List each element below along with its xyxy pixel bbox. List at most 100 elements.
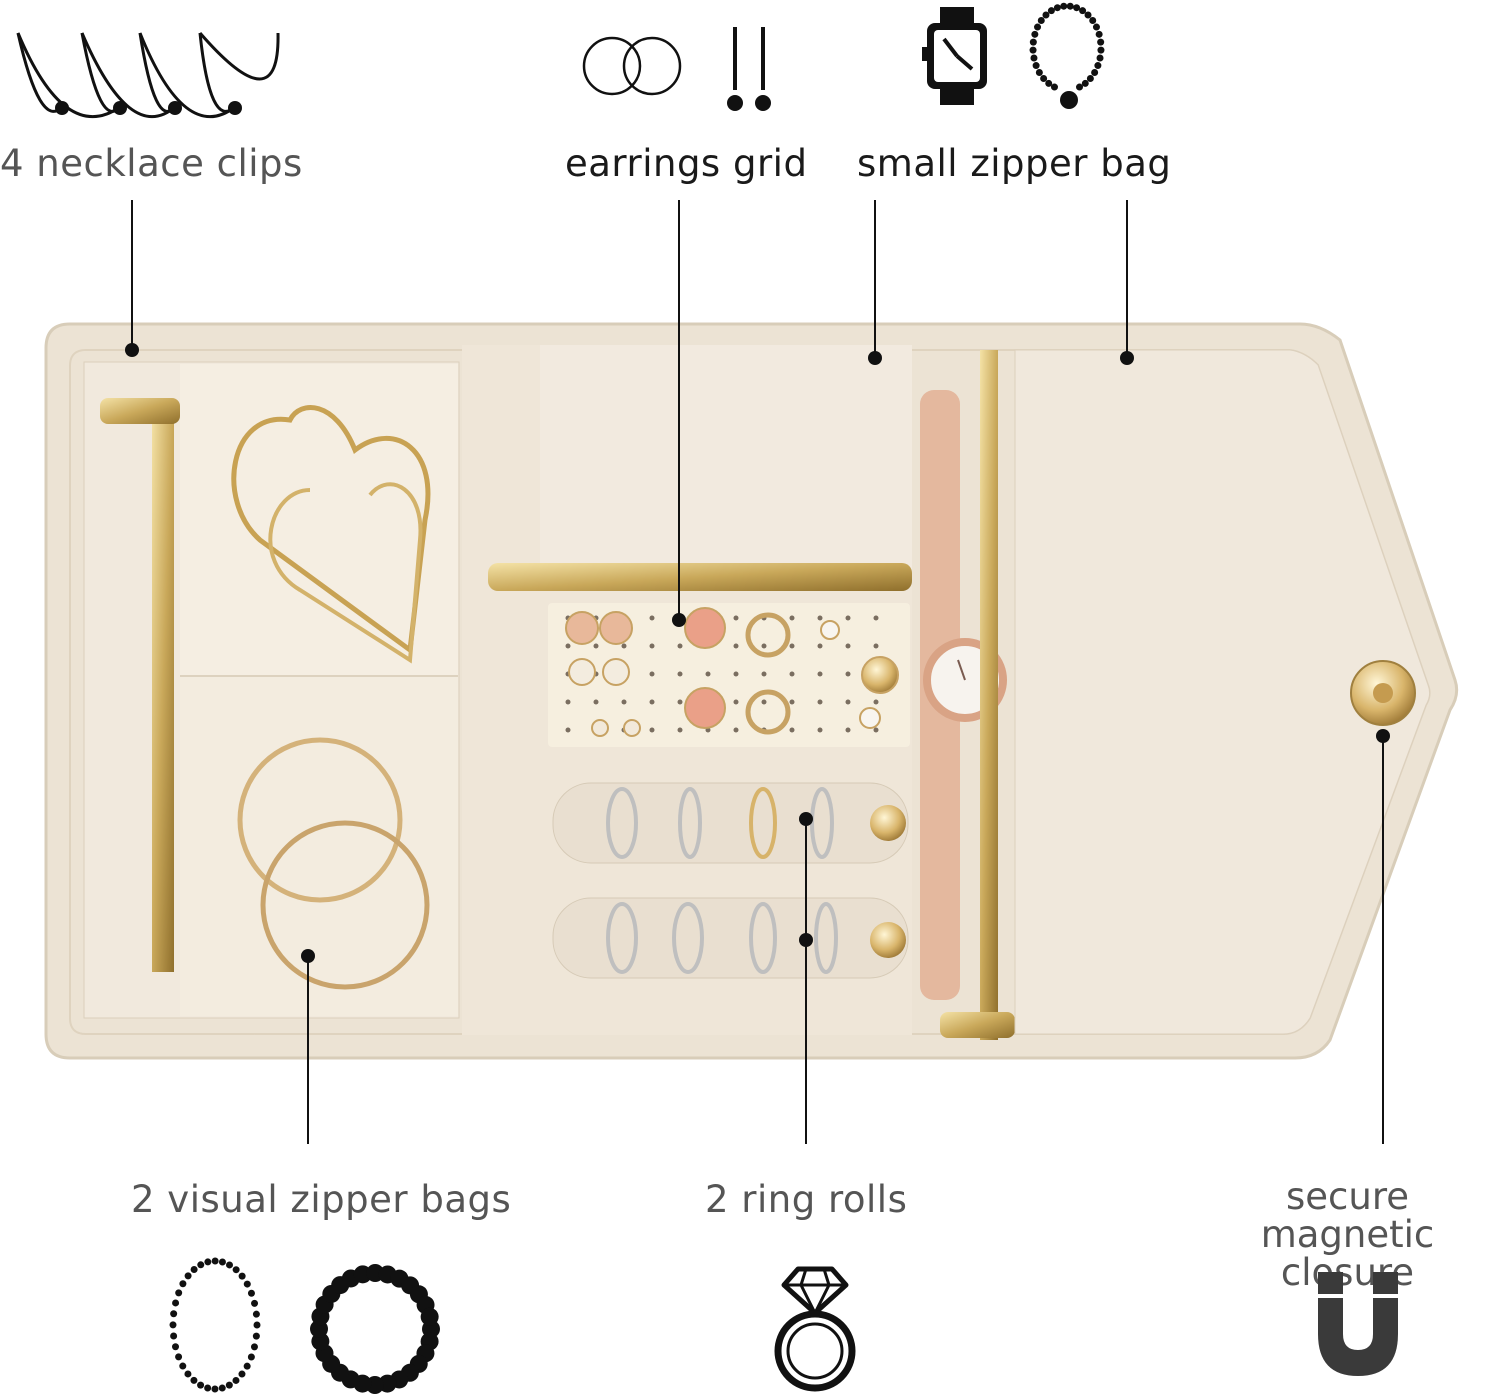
bead: [1092, 23, 1100, 31]
grid-hole: [817, 699, 823, 705]
grid-hole: [817, 615, 823, 621]
bead: [238, 1272, 246, 1280]
grid-hole: [565, 699, 571, 705]
bead: [197, 1261, 205, 1269]
bead: [1034, 23, 1042, 31]
bead: [1084, 11, 1092, 19]
grid-hole: [733, 727, 739, 733]
bead: [1079, 7, 1087, 15]
bead: [1094, 62, 1102, 70]
beaded-necklace-icon: [1029, 2, 1105, 109]
grid-hole: [565, 643, 571, 649]
grid-hole: [677, 671, 683, 677]
bead: [1045, 79, 1053, 87]
grid-hole: [789, 643, 795, 649]
bead: [251, 1299, 259, 1307]
bead: [1035, 68, 1043, 76]
bead: [169, 1321, 177, 1329]
leader-line-ring-rolls: [805, 819, 807, 1144]
bead-ring-icon: [310, 1264, 440, 1394]
grid-hole: [817, 643, 823, 649]
grid-hole: [789, 699, 795, 705]
earring-stud: [820, 620, 840, 640]
necklace-clips-label: 4 necklace clips: [0, 142, 303, 185]
grid-hole: [677, 643, 683, 649]
earrings-grid-label: earrings grid: [565, 142, 808, 185]
grid-hole: [649, 727, 655, 733]
grid-hole: [789, 615, 795, 621]
grid-hole: [761, 643, 767, 649]
leader-line-necklace-clips: [131, 200, 133, 350]
grid-hole: [845, 699, 851, 705]
earring-stud: [861, 656, 899, 694]
leader-dot-small-zipper-bag: [868, 351, 882, 365]
earring-stud: [684, 687, 726, 729]
grid-hole: [817, 671, 823, 677]
bead: [170, 1310, 178, 1318]
bead: [1047, 7, 1055, 15]
bead: [204, 1384, 212, 1392]
grid-hole: [733, 699, 739, 705]
bead: [172, 1343, 180, 1351]
leader-dot-small-zipper-bag-2: [1120, 351, 1134, 365]
bead: [1029, 38, 1037, 46]
bead: [1076, 83, 1084, 91]
bead: [1097, 46, 1105, 54]
grid-hole: [649, 643, 655, 649]
bead: [1032, 62, 1040, 70]
bead: [247, 1353, 255, 1361]
grid-hole: [621, 643, 627, 649]
bead: [204, 1258, 212, 1266]
magnet-icon: [1318, 1272, 1398, 1376]
grid-hole: [677, 727, 683, 733]
bead: [243, 1362, 251, 1370]
bead: [1081, 79, 1089, 87]
bead: [232, 1266, 240, 1274]
necklace-clips-icon: [16, 32, 280, 119]
earring-stud: [623, 719, 641, 737]
earring-stud: [591, 719, 609, 737]
bead: [420, 1307, 439, 1326]
grid-hole: [873, 615, 879, 621]
bead: [1073, 4, 1081, 12]
bead: [1089, 17, 1097, 25]
earring-stud: [602, 658, 630, 686]
bead: [190, 1376, 198, 1384]
bead: [252, 1310, 260, 1318]
grid-hole: [845, 643, 851, 649]
small-zipper-bag-label: small zipper bag: [857, 142, 1172, 185]
grid-hole: [873, 643, 879, 649]
earring-stud: [568, 658, 596, 686]
diamond-ring-icon: [774, 1266, 856, 1392]
bead: [218, 1258, 226, 1266]
bead: [218, 1384, 226, 1392]
leader-line-earrings-grid: [678, 200, 680, 620]
grid-hole: [733, 615, 739, 621]
grid-hole: [873, 727, 879, 733]
grid-hole: [845, 727, 851, 733]
bead: [243, 1280, 251, 1288]
watch-icon: [922, 7, 987, 105]
grid-hole: [845, 671, 851, 677]
bead: [1097, 38, 1105, 46]
bead: [184, 1370, 192, 1378]
grid-hole: [593, 643, 599, 649]
earring-stud: [745, 689, 791, 735]
leader-line-magnetic-closure: [1382, 736, 1384, 1144]
grid-hole: [705, 671, 711, 677]
grid-hole: [761, 671, 767, 677]
bead: [1030, 54, 1038, 62]
bead: [1096, 54, 1104, 62]
earring-drops-icon: [727, 27, 771, 111]
leader-dot-earrings-grid: [672, 613, 686, 627]
earring-stud: [599, 611, 633, 645]
bead: [1029, 46, 1037, 54]
bead: [1086, 74, 1094, 82]
bead: [175, 1353, 183, 1361]
bead: [211, 1385, 219, 1393]
grid-hole: [733, 671, 739, 677]
grid-hole: [621, 699, 627, 705]
bead: [253, 1321, 261, 1329]
bead: [252, 1332, 260, 1340]
bead: [172, 1299, 180, 1307]
